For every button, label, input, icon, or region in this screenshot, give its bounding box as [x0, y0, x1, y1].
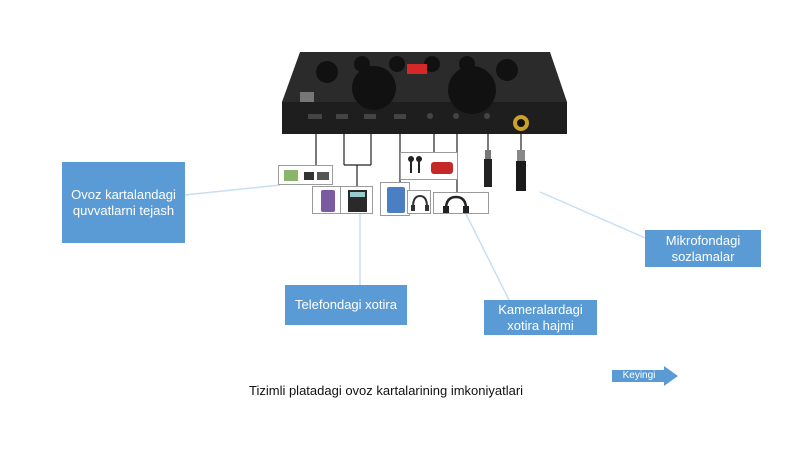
power-adapter-icon — [278, 165, 333, 185]
headphones-icon — [407, 190, 431, 214]
microphone-icon — [514, 150, 528, 192]
mic-label: Mikrofondagi sozlamalar — [645, 230, 761, 267]
camera-label: Kameralardagi xotira hajmi — [484, 300, 597, 335]
sound-card-illustration — [282, 52, 567, 134]
headphones-icon — [433, 192, 489, 214]
next-button-label: Keyingi — [622, 370, 656, 381]
tablet-icon — [380, 182, 410, 216]
next-button[interactable]: Keyingi — [612, 366, 678, 386]
earphones-icon — [400, 152, 458, 180]
power-label: Ovoz kartalandagi quvvatlarni tejash — [62, 162, 185, 243]
sound-card-icon — [282, 52, 567, 134]
microphone-icon — [482, 150, 494, 188]
diagram-caption: Tizimli platadagi ovoz kartalarining imk… — [249, 383, 524, 398]
calculator-icon — [340, 186, 373, 214]
phone-icon — [312, 186, 342, 214]
phone-label: Telefondagi xotira — [285, 285, 407, 325]
right-arrow-icon — [612, 366, 678, 386]
